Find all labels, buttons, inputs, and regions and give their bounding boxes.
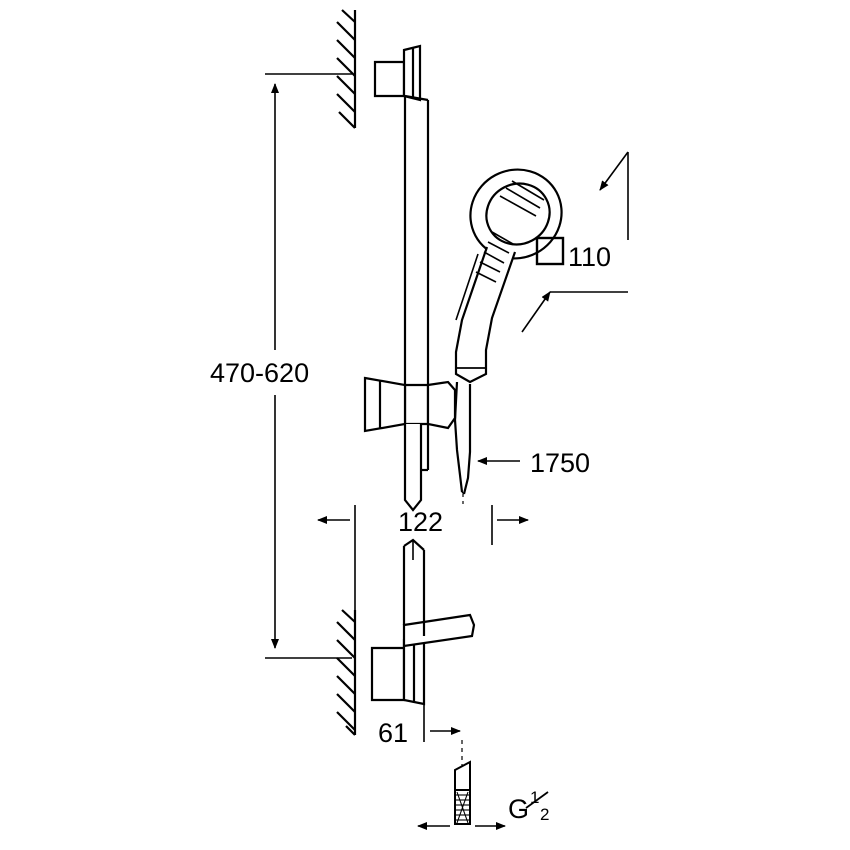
shower-hose <box>453 381 472 504</box>
shower-rail-lower-section <box>403 424 430 512</box>
fraction-numerator: 1 <box>530 788 539 807</box>
dimension-rail-projection <box>317 505 529 735</box>
dimension-lower-projection <box>423 704 461 742</box>
wall-hatch-upper <box>336 9 357 129</box>
dimension-head-diameter <box>521 151 629 333</box>
hose-connector <box>454 740 471 825</box>
wall-hatch-lower <box>336 609 357 736</box>
dimension-label-head-diameter: 110 <box>568 242 611 272</box>
dimension-label-hose-length: 1750 <box>530 448 590 478</box>
hand-shower <box>454 168 563 384</box>
dimension-label-rail-projection: 122 <box>398 507 443 537</box>
lower-wall-bracket <box>370 538 476 706</box>
square-icon <box>535 236 565 266</box>
thread-fraction: 1 2 <box>525 788 549 824</box>
upper-wall-bracket <box>373 44 422 102</box>
dimension-label-lower-projection: 61 <box>378 718 408 748</box>
shower-rail-upper <box>403 94 430 385</box>
dimension-label-thread-prefix: G <box>508 794 529 824</box>
fraction-denominator: 2 <box>540 805 549 824</box>
dimension-rail-height <box>265 73 352 659</box>
rail-slider-holder <box>363 376 457 433</box>
dimension-label-rail-height: 470-620 <box>210 358 309 388</box>
